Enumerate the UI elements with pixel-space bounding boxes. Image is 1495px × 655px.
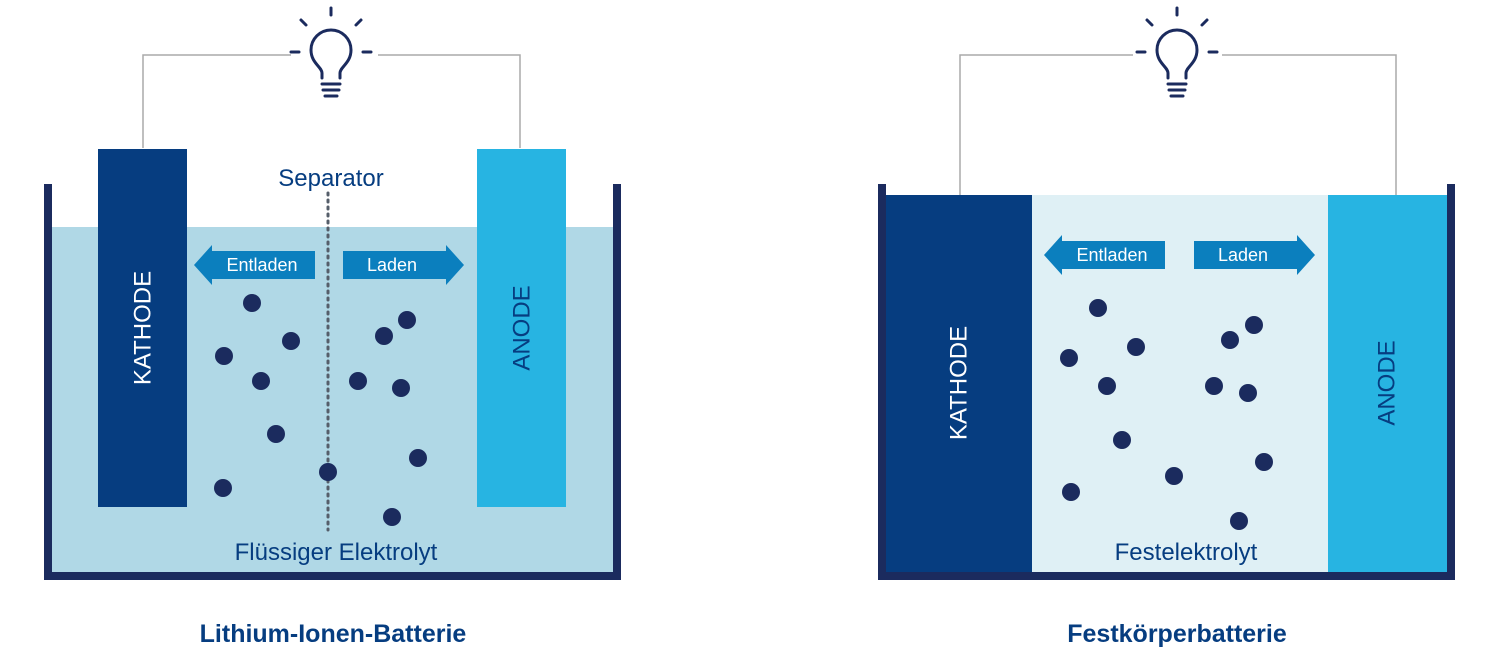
ion [252, 372, 270, 390]
battery-container [878, 184, 1455, 580]
battery-title: Festkörperbatterie [1067, 620, 1287, 648]
charge-label: Laden [1218, 245, 1268, 265]
electrolyte-label: Flüssiger Elektrolyt [235, 539, 438, 566]
light-bulb-icon [1135, 6, 1219, 98]
ion [1230, 512, 1248, 530]
ion [1127, 338, 1145, 356]
anode [1328, 195, 1447, 572]
ion [1060, 349, 1078, 367]
charge-arrow [343, 245, 464, 285]
discharge-label: Entladen [226, 255, 297, 275]
ion [1205, 377, 1223, 395]
solid-state-battery: KATHODE ANODE Entladen Laden Festelektro… [878, 6, 1455, 648]
light-bulb-icon [289, 6, 373, 98]
electrolyte-label: Festelektrolyt [1115, 539, 1258, 566]
ion [1062, 483, 1080, 501]
ion [319, 463, 337, 481]
ion [409, 449, 427, 467]
discharge-arrow [194, 245, 315, 285]
battery-title: Lithium-Ionen-Batterie [200, 620, 467, 648]
ion [282, 332, 300, 350]
ion [375, 327, 393, 345]
right-wire [1222, 54, 1397, 195]
anode [477, 149, 566, 507]
ion [243, 294, 261, 312]
left-wire [959, 54, 1133, 195]
discharge-arrow [1044, 235, 1165, 275]
cathode [886, 195, 1032, 572]
ion [1089, 299, 1107, 317]
anode-label: ANODE [509, 285, 536, 370]
anode-label: ANODE [1374, 340, 1401, 425]
lithium-ions [214, 294, 427, 526]
ion [1239, 384, 1257, 402]
ion [1098, 377, 1116, 395]
ion [398, 311, 416, 329]
ion [392, 379, 410, 397]
lithium-ions [1060, 299, 1273, 530]
ion [1113, 431, 1131, 449]
lithium-ion-battery: KATHODE ANODE Separator Entladen Laden F [44, 6, 621, 648]
ion [1245, 316, 1263, 334]
right-wire [378, 54, 521, 148]
discharge-label: Entladen [1076, 245, 1147, 265]
ion [1221, 331, 1239, 349]
ion [1255, 453, 1273, 471]
separator-label: Separator [278, 165, 383, 192]
ion [267, 425, 285, 443]
cathode-label: KATHODE [130, 271, 157, 385]
ion [215, 347, 233, 365]
ion [214, 479, 232, 497]
left-wire [142, 54, 291, 148]
ion [349, 372, 367, 390]
charge-arrow [1194, 235, 1315, 275]
battery-container [44, 184, 621, 580]
charge-label: Laden [367, 255, 417, 275]
cathode-label: KATHODE [946, 326, 973, 440]
ion [383, 508, 401, 526]
ion [1165, 467, 1183, 485]
cathode [98, 149, 187, 507]
